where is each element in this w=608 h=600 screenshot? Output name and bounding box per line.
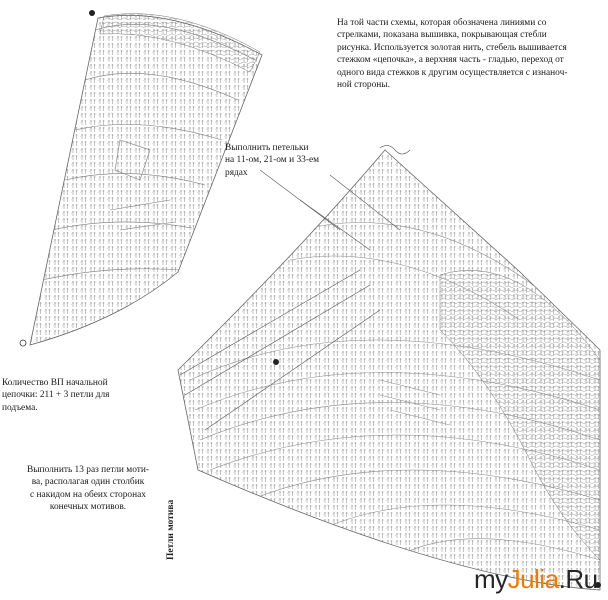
watermark-suffix: .Ru [558,564,598,594]
left-panel-chart [19,10,263,347]
motif-loops-label: Петли мотива [166,499,176,560]
motif-repeat-note: Выполнить 13 раз петли моти- ва, распола… [27,465,149,513]
watermark-accent: Julia [507,564,559,594]
end-marker-icon [595,582,601,588]
site-watermark: myJulia.Ru [474,564,598,595]
chain-count-note: Количество ВП начальной цепочки: 211 + 3… [2,378,110,413]
loop-marker-icon [273,359,279,365]
end-marker-icon [19,339,27,347]
watermark-prefix: my [474,564,508,594]
loops-note: Выполнить петельки на 11-ом, 21-ом и 33-… [225,143,320,178]
start-marker-icon [89,10,95,16]
right-panel-chart [177,145,601,591]
embroidery-note: На той части схемы, которая обозначена л… [337,18,568,91]
